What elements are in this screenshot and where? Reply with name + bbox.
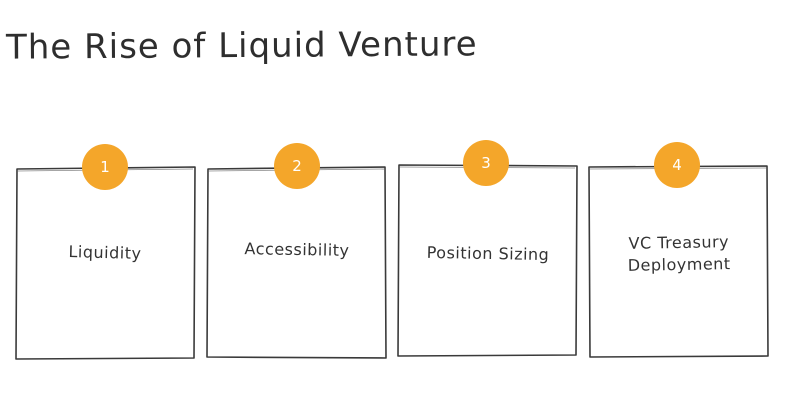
card-3-label: Position Sizing <box>426 242 550 265</box>
card-3-number: 3 <box>481 154 491 172</box>
card-2-number: 2 <box>292 157 302 175</box>
card-4-number: 4 <box>672 156 682 174</box>
card-2-label: Accessibility <box>244 239 350 260</box>
card-2-outline <box>206 166 387 359</box>
card-1-number: 1 <box>100 158 110 176</box>
card-4-label: VC Treasury Deployment <box>627 232 731 275</box>
page-title: The Rise of Liquid Venture <box>5 24 478 68</box>
card-1-label: Liquidity <box>68 242 142 263</box>
